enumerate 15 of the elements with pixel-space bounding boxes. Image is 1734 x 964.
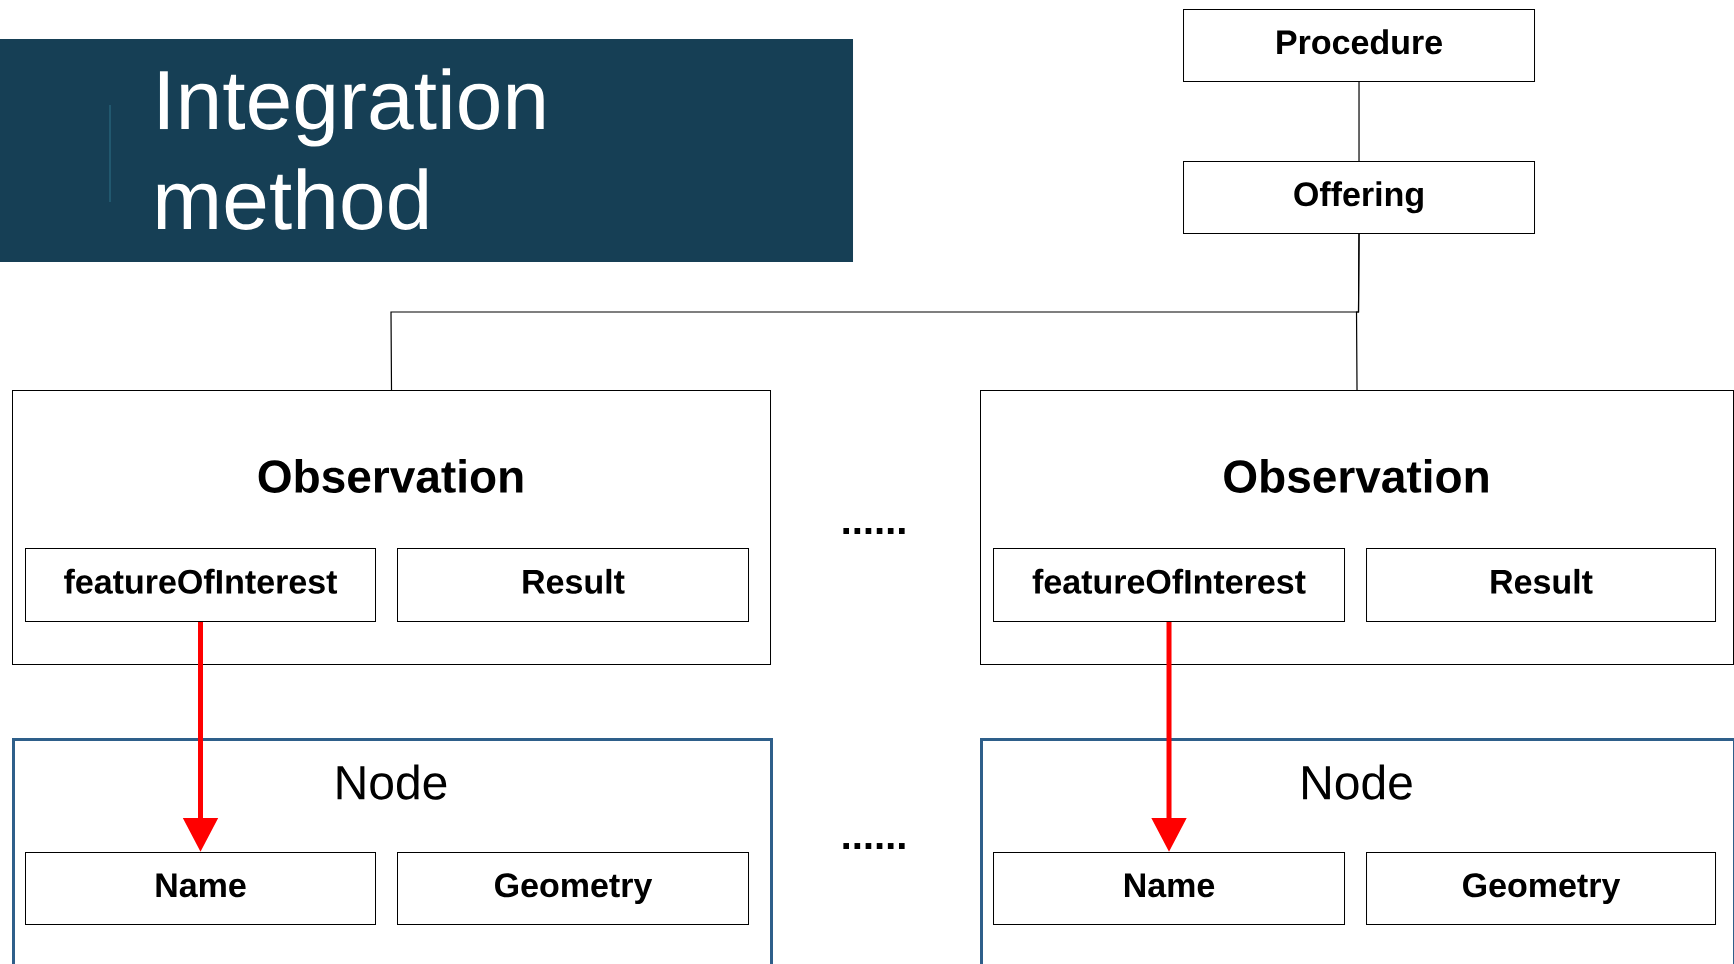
label-box: featureOfInterest xyxy=(993,548,1345,622)
label-box: Offering xyxy=(1183,161,1535,234)
label-box: Procedure xyxy=(1183,9,1535,82)
title: Integration method xyxy=(157,68,544,230)
label-box: Geometry xyxy=(1366,852,1716,925)
label-box: Geometry xyxy=(397,852,749,925)
label-box: Result xyxy=(397,548,749,622)
label-box: featureOfInterest xyxy=(25,548,376,622)
connector-line xyxy=(1355,233,1360,391)
connector-line xyxy=(1358,81,1360,162)
ellipsis-dots: ...... xyxy=(843,843,905,849)
ellipsis-dots: ...... xyxy=(843,528,905,534)
label-box: Name xyxy=(25,852,376,925)
label-box: Result xyxy=(1366,548,1716,622)
label-box: Name xyxy=(993,852,1345,925)
